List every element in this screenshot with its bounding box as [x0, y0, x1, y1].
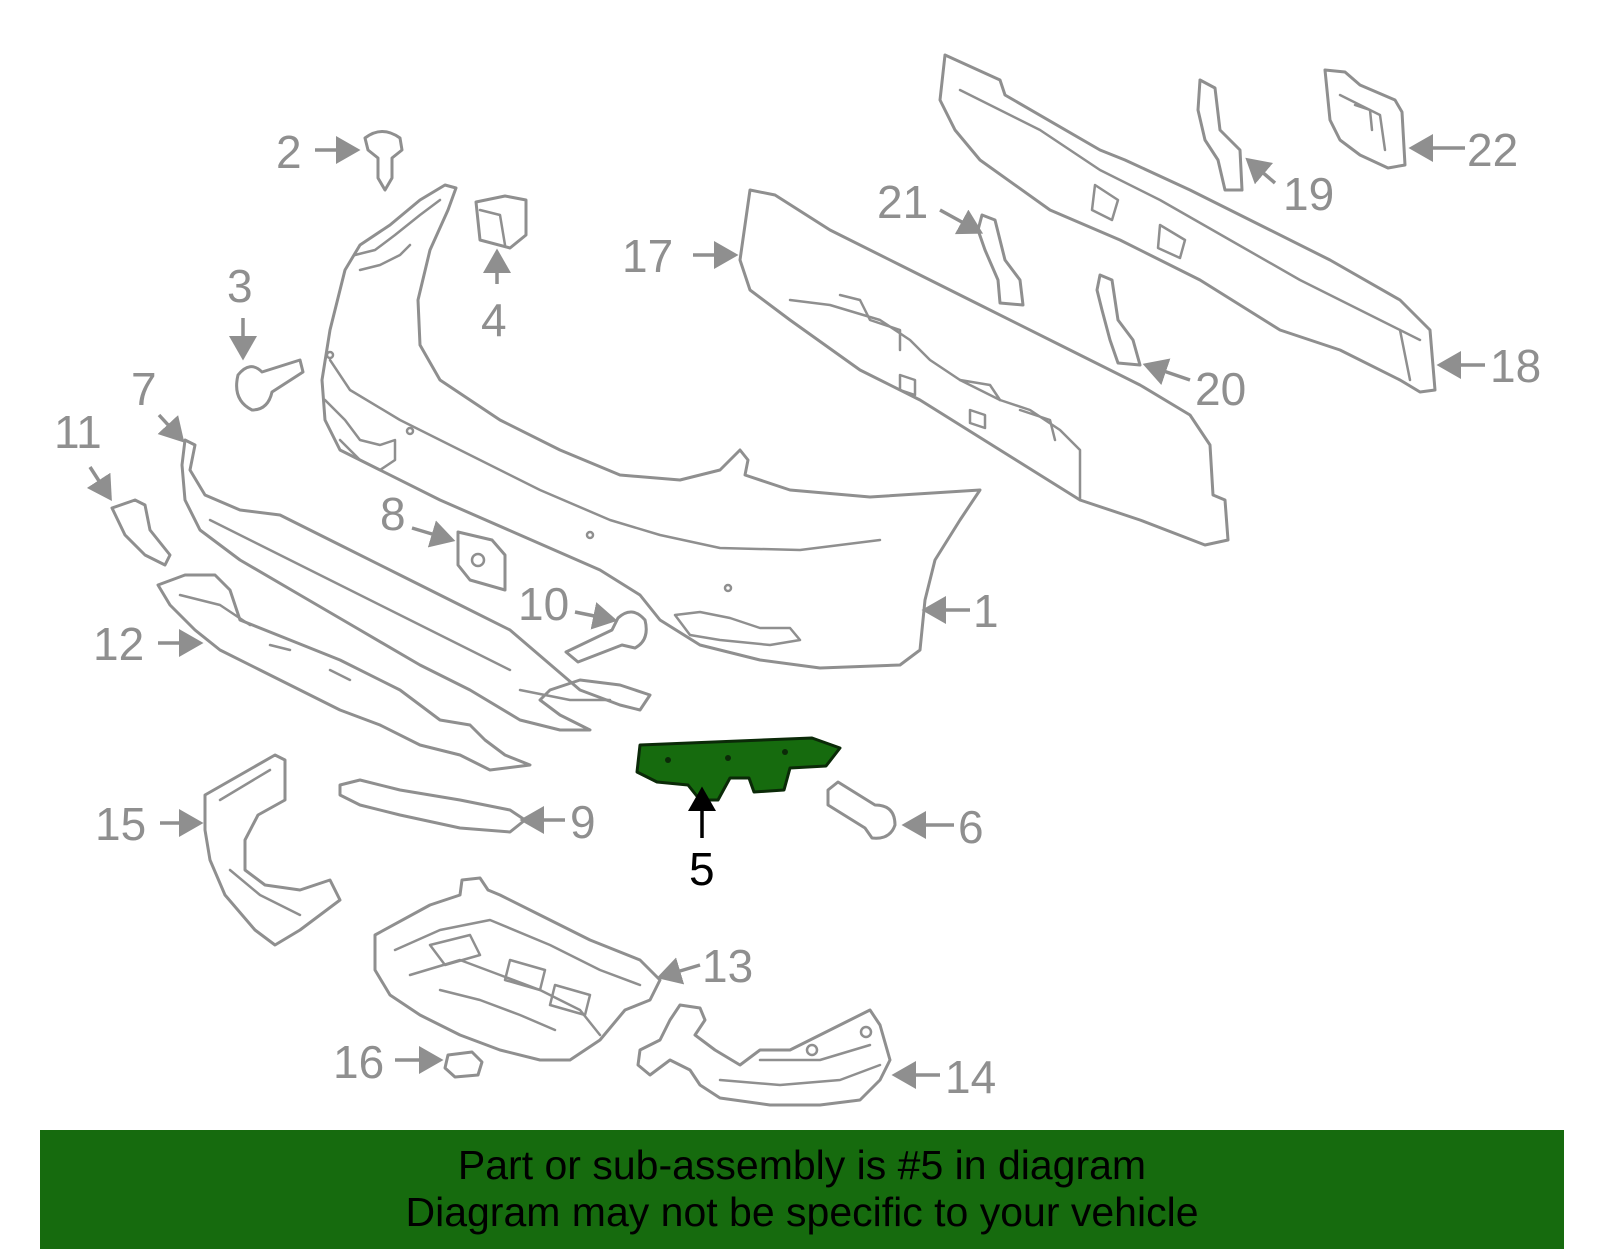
part-7-valance [180, 438, 652, 732]
banner-line-1: Part or sub-assembly is #5 in diagram [457, 1142, 1147, 1188]
part-13-undertray [373, 876, 662, 1062]
part-19-bracket [1196, 78, 1244, 192]
part-21-bracket [976, 213, 1025, 307]
part-22-bracket [1323, 68, 1407, 170]
part-15-bracket [203, 753, 342, 947]
info-banner: Part or sub-assembly is #5 in diagram Di… [40, 1130, 1564, 1249]
callout-10: 10 [518, 578, 569, 630]
part-17-absorber [738, 188, 1230, 547]
callout-19: 19 [1283, 168, 1334, 220]
callout-1: 1 [973, 585, 999, 637]
callout-4: 4 [481, 294, 507, 346]
callout-labels: 2 3 4 7 11 8 10 12 15 9 5 6 1 17 21 19 2… [54, 124, 1541, 1103]
callout-16: 16 [333, 1036, 384, 1088]
part-6-bolt [826, 780, 897, 840]
part-11-bracket [110, 498, 172, 567]
callout-21: 21 [877, 176, 928, 228]
callout-17: 17 [622, 230, 673, 282]
part-8-bracket [456, 530, 507, 592]
part-10-bolt [564, 610, 648, 664]
part-14-bracket [636, 1003, 892, 1107]
callout-15: 15 [95, 798, 146, 850]
leader-lines [86, 134, 1485, 1089]
callout-9: 9 [570, 796, 596, 848]
callout-11: 11 [54, 406, 102, 458]
part-3-screw [235, 358, 305, 412]
callout-8: 8 [380, 488, 406, 540]
part-16-nut [443, 1050, 484, 1079]
part-4-retainer [474, 194, 528, 250]
part-9-reflector [338, 778, 527, 834]
part-18-reinforcement [938, 53, 1437, 394]
callout-5: 5 [689, 843, 715, 895]
callout-12: 12 [93, 618, 144, 670]
callout-6: 6 [958, 801, 984, 853]
callout-3: 3 [227, 260, 253, 312]
callout-2: 2 [276, 126, 302, 178]
callout-22: 22 [1467, 124, 1518, 176]
part-5-bracket-highlighted [635, 736, 842, 802]
part-20-bracket [1095, 273, 1142, 367]
callout-7: 7 [131, 363, 157, 415]
banner-line-2: Diagram may not be specific to your vehi… [405, 1189, 1199, 1235]
callout-13: 13 [702, 940, 753, 992]
callout-20: 20 [1195, 363, 1246, 415]
callout-18: 18 [1490, 340, 1541, 392]
part-2-clip [363, 130, 404, 192]
part-12-diffuser [156, 573, 532, 772]
callout-14: 14 [945, 1051, 996, 1103]
